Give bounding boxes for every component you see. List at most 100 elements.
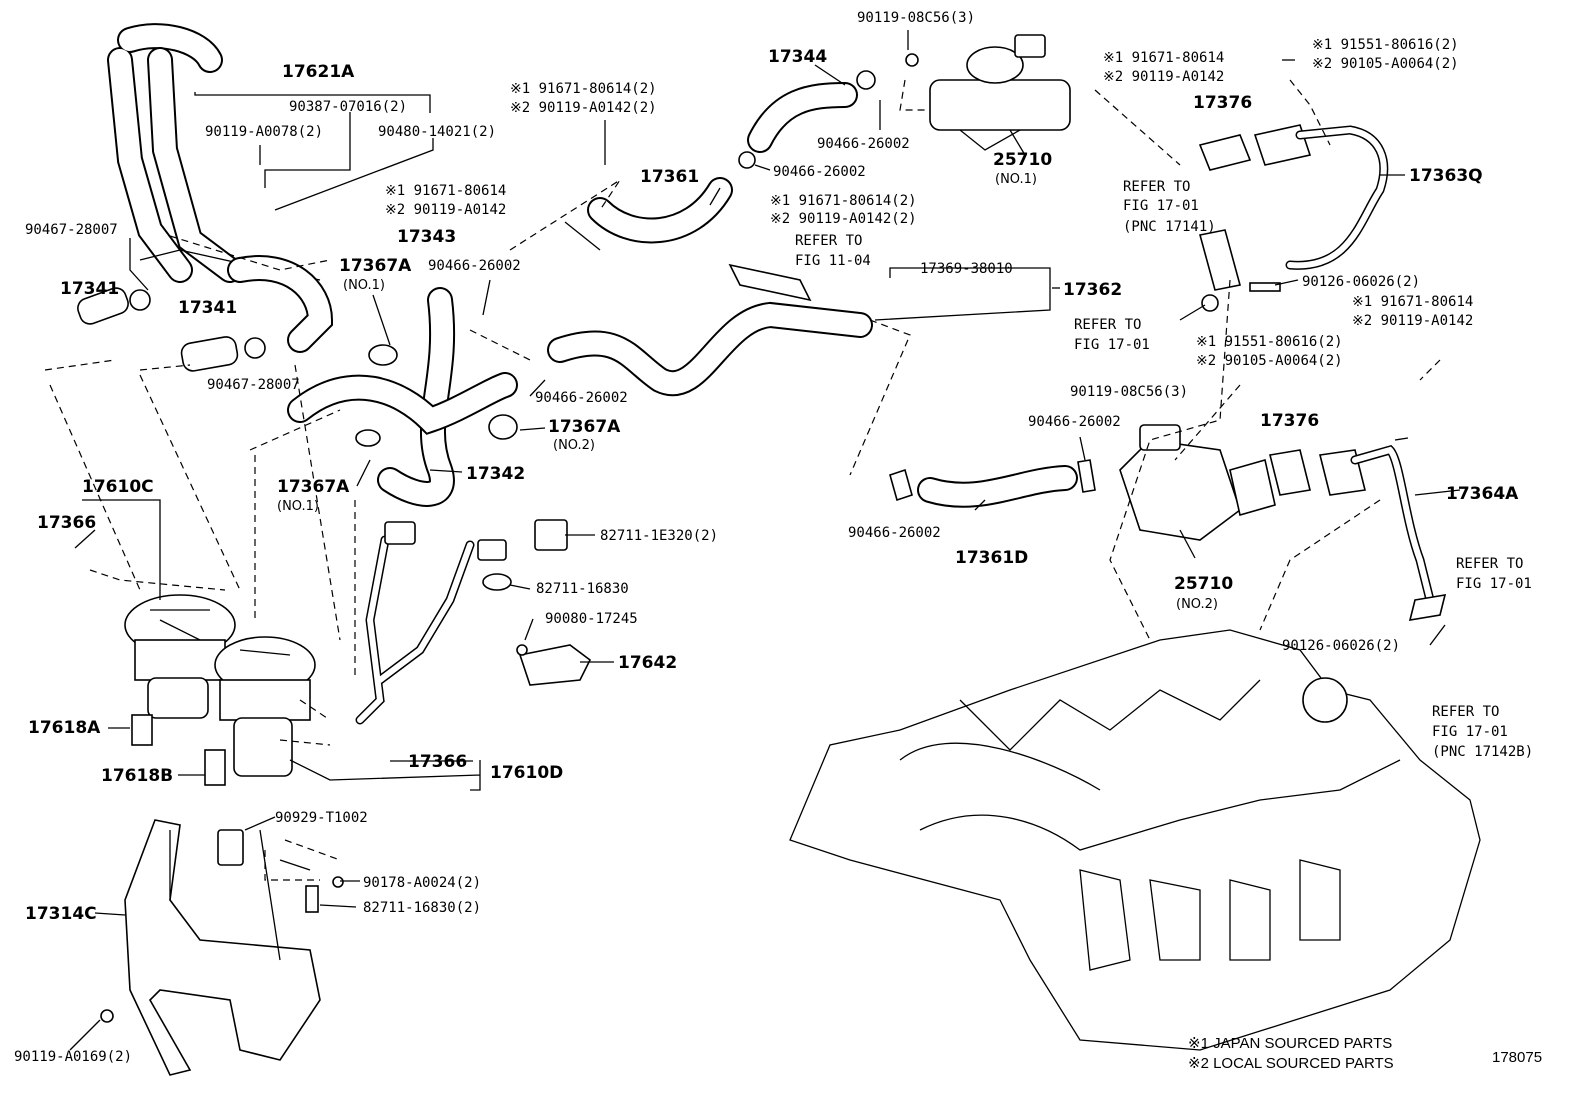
- part-91551-80616-r-b: ※1 91551-80616(2): [1196, 334, 1343, 350]
- part-25710-no2: 25710: [1174, 574, 1233, 594]
- refer-fig-17-01-b-line2: FIG 17-01: [1074, 337, 1150, 353]
- part-90929-T1002: 90929-T1002: [275, 810, 368, 826]
- refer-fig-17-01-c-line2: FIG 17-01: [1456, 576, 1532, 592]
- part-17367A-no1-b: 17367A: [277, 477, 350, 497]
- air-pump-drawing: [124, 594, 316, 786]
- part-90467-28007-a: 90467-28007: [25, 222, 118, 238]
- wiring-harness-drawing: [355, 519, 592, 725]
- part-17342: 17342: [466, 464, 525, 484]
- part-17367A-no1-b-sub: (NO.1): [277, 499, 319, 514]
- part-90466-26002-rl: 90466-26002: [848, 525, 941, 541]
- part-90467-28007-b: 90467-28007: [207, 377, 300, 393]
- part-90466-26002-mid: 90466-26002: [428, 258, 521, 274]
- part-90126-06026-low: 90126-06026(2): [1282, 638, 1400, 654]
- hose-17341-drawing: [77, 287, 266, 372]
- part-82711-1E320: 82711-1E320(2): [600, 528, 718, 544]
- part-90466-26002-top-b: 90466-26002: [773, 164, 866, 180]
- air-valve-no2-drawing: [1119, 424, 1447, 621]
- part-90119-A0142-mid-c: ※2 90119-A0142(2): [770, 211, 917, 227]
- part-82711-16830-a: 82711-16830: [536, 581, 629, 597]
- figure-number: 178075: [1492, 1049, 1542, 1066]
- dashed-lines: [44, 79, 1441, 881]
- refer-fig-17-01-d-line3: (PNC 17142B): [1432, 744, 1533, 760]
- part-90119-08C56-top: 90119-08C56(3): [857, 10, 975, 26]
- part-90466-26002-top-a: 90466-26002: [817, 136, 910, 152]
- part-17369-38010: 17369-38010: [920, 261, 1013, 277]
- hose-17344-drawing: [738, 70, 876, 169]
- bracket-17314C-drawing: [100, 819, 344, 1076]
- part-17367A-no2-sub: (NO.2): [553, 438, 595, 453]
- refer-fig-17-01-a-line3: (PNC 17141): [1123, 219, 1216, 235]
- refer-fig-11-04-line1: REFER TO: [795, 233, 862, 249]
- labels: 17621A 90387-07016(2) 90119-A0078(2) 904…: [14, 10, 1542, 1072]
- part-90105-A0064-r-b: ※2 90105-A0064(2): [1196, 353, 1343, 369]
- part-17361D: 17361D: [955, 548, 1028, 568]
- part-17621A: 17621A: [282, 62, 355, 82]
- part-90080-17245: 90080-17245: [545, 611, 638, 627]
- part-17610D: 17610D: [490, 763, 563, 783]
- part-17367A-no2: 17367A: [548, 417, 621, 437]
- part-25710-no2-sub: (NO.2): [1176, 597, 1218, 612]
- legend-local-sourced: ※2 LOCAL SOURCED PARTS: [1188, 1055, 1394, 1072]
- part-91671-80614-mid-a: ※1 91671-80614(2): [510, 81, 657, 97]
- part-90119-A0169: 90119-A0169(2): [14, 1049, 132, 1065]
- part-17367A-no1-sub: (NO.1): [343, 278, 385, 293]
- refer-fig-17-01-c-line1: REFER TO: [1456, 556, 1523, 572]
- part-17341-a: 17341: [60, 279, 119, 299]
- refer-fig-17-01-d-line2: FIG 17-01: [1432, 724, 1508, 740]
- pipe-17363Q-drawing: [1198, 124, 1389, 312]
- legend-japan-sourced: ※1 JAPAN SOURCED PARTS: [1188, 1035, 1392, 1052]
- hose-17361-drawing: [587, 177, 733, 244]
- part-90119-A0078: 90119-A0078(2): [205, 124, 323, 140]
- part-91551-80616-tr-b: ※1 91551-80616(2): [1312, 37, 1459, 53]
- part-17642: 17642: [618, 653, 677, 673]
- part-17361: 17361: [640, 167, 699, 187]
- part-17341-b: 17341: [178, 298, 237, 318]
- part-17343: 17343: [397, 227, 456, 247]
- part-17364A: 17364A: [1446, 484, 1519, 504]
- refer-fig-17-01-a-line2: FIG 17-01: [1123, 198, 1199, 214]
- part-17376-top: 17376: [1193, 93, 1252, 113]
- part-17618A: 17618A: [28, 718, 101, 738]
- part-90126-06026-top: 90126-06026(2): [1302, 274, 1420, 290]
- part-90119-A0142-mid-b: ※2 90119-A0142: [385, 202, 506, 218]
- part-17367A-no1: 17367A: [339, 256, 412, 276]
- leader-lines: [69, 30, 1461, 1051]
- part-90119-A0142-r-a: ※2 90119-A0142: [1352, 313, 1473, 329]
- part-17376-mid: 17376: [1260, 411, 1319, 431]
- refer-fig-17-01-d-line1: REFER TO: [1432, 704, 1499, 720]
- part-25710-no1-sub: (NO.1): [995, 172, 1037, 187]
- part-25710-no1: 25710: [993, 150, 1052, 170]
- hose-17343-17342-drawing: [287, 287, 518, 507]
- part-90387-07016: 90387-07016(2): [289, 99, 407, 115]
- part-90466-26002-r: 90466-26002: [1028, 414, 1121, 430]
- part-17314C: 17314C: [25, 904, 97, 924]
- part-90119-A0142-mid-a: ※2 90119-A0142(2): [510, 100, 657, 116]
- refer-fig-17-01-a-line1: REFER TO: [1123, 179, 1190, 195]
- part-90119-A0142-tr-a: ※2 90119-A0142: [1103, 69, 1224, 85]
- engine-manifold-drawing: [789, 629, 1481, 1051]
- refer-fig-11-04-line2: FIG 11-04: [795, 253, 871, 269]
- part-82711-16830-b: 82711-16830(2): [363, 900, 481, 916]
- exhaust-pipe-drawing: [107, 23, 334, 353]
- part-91671-80614-mid-c: ※1 91671-80614(2): [770, 193, 917, 209]
- part-90105-A0064-tr-b: ※2 90105-A0064(2): [1312, 56, 1459, 72]
- part-91671-80614-r-a: ※1 91671-80614: [1352, 294, 1473, 310]
- part-90178-A0024: 90178-A0024(2): [363, 875, 481, 891]
- part-17344: 17344: [768, 47, 827, 67]
- part-17366-b: 17366: [408, 752, 467, 772]
- part-17366-a: 17366: [37, 513, 96, 533]
- part-90480-14021: 90480-14021(2): [378, 124, 496, 140]
- part-91671-80614-mid-b: ※1 91671-80614: [385, 183, 506, 199]
- part-17363Q: 17363Q: [1409, 166, 1483, 186]
- pipe-17362-drawing: [547, 263, 873, 396]
- part-91671-80614-tr-a: ※1 91671-80614: [1103, 50, 1224, 66]
- part-17618B: 17618B: [101, 766, 173, 786]
- part-90466-26002-low: 90466-26002: [535, 390, 628, 406]
- air-valve-no1-drawing: [905, 34, 1071, 151]
- refer-fig-17-01-b-line1: REFER TO: [1074, 317, 1141, 333]
- part-17610C: 17610C: [82, 477, 154, 497]
- part-17362: 17362: [1063, 280, 1122, 300]
